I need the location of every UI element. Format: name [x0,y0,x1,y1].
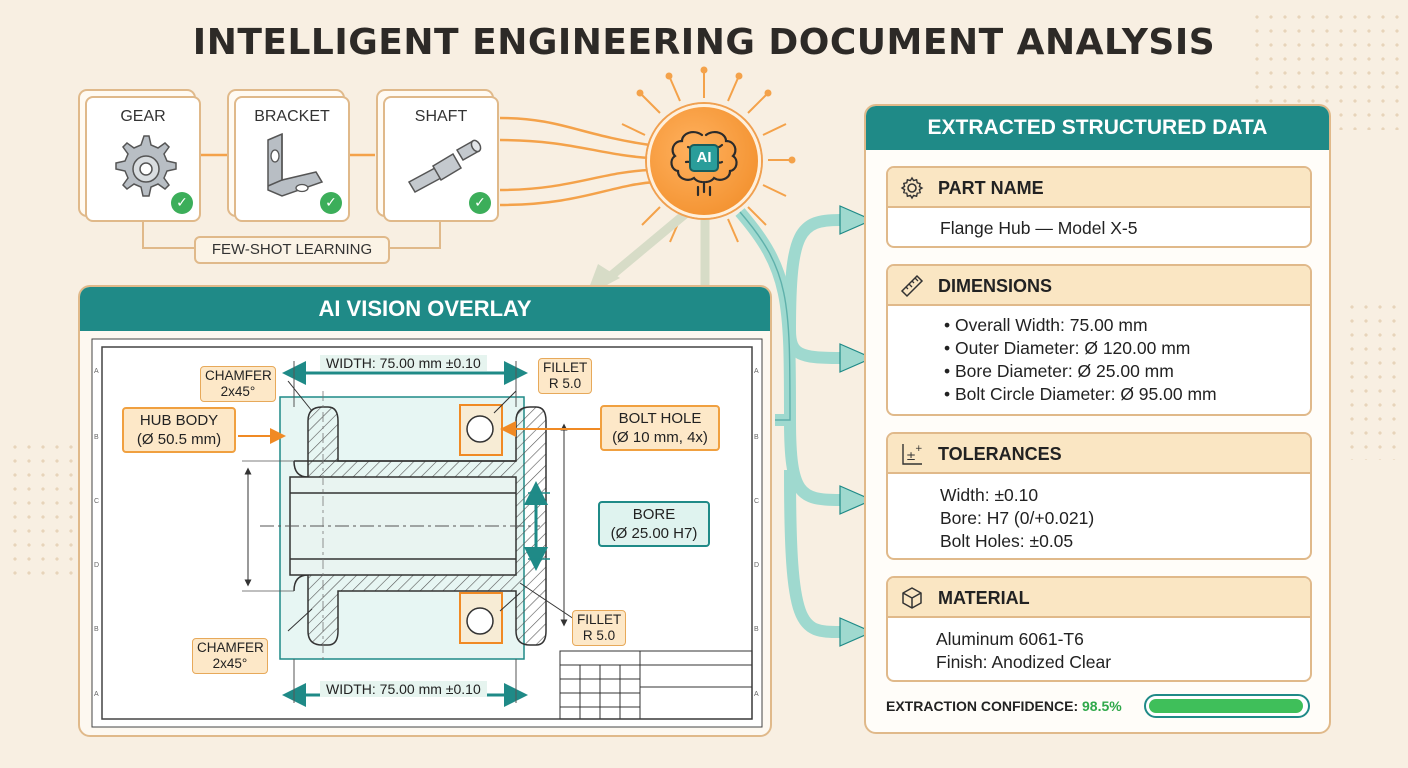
cube-icon [902,587,922,609]
svg-text:A: A [754,368,759,375]
example-card-label: SHAFT [414,108,468,125]
bolt-hole-callout: BOLT HOLE (Ø 10 mm, 4x) [600,405,720,451]
extraction-confidence: EXTRACTION CONFIDENCE: 98.5% [886,698,1122,714]
example-card-shaft[interactable]: SHAFT ✓ [383,96,499,222]
ai-vision-overlay-panel: AI VISION OVERLAY A B C D B A A B C D B A [78,285,772,737]
chamfer-top-value: 2x45° [220,384,256,399]
material-item: Finish: Anodized Clear [936,652,1112,672]
svg-text:±: ± [906,449,916,463]
confidence-label: EXTRACTION CONFIDENCE: [886,698,1079,714]
page-title: INTELLIGENT ENGINEERING DOCUMENT ANALYSI… [192,22,1216,63]
width-dimension-bottom: WIDTH: 75.00 mm ±0.10 [320,681,487,697]
bore-title: BORE [632,506,676,523]
check-icon: ✓ [171,192,193,214]
overlay-title: AI VISION OVERLAY [80,287,770,331]
confidence-bar [1144,694,1310,718]
hub-body-value: (Ø 50.5 mm) [136,431,222,448]
svg-text:B: B [94,434,99,441]
svg-text:C: C [754,498,759,505]
confidence-bar-fill [1149,699,1303,713]
fillet-top-title: FILLET [543,360,588,375]
fillet-bottom-title: FILLET [577,612,622,627]
fillet-top-label: FILLET R 5.0 [538,358,592,394]
gear-icon [900,176,924,200]
bore-callout: BORE (Ø 25.00 H7) [598,501,710,547]
example-card-gear[interactable]: GEAR ✓ [85,96,201,222]
extracted-title: EXTRACTED STRUCTURED DATA [866,106,1329,150]
svg-text:D: D [754,562,759,569]
gear-icon [115,135,177,197]
ruler-icon [900,274,924,298]
svg-text:D: D [94,562,99,569]
dimensions-title: DIMENSIONS [938,276,1053,296]
bracket-icon [267,132,324,197]
ai-chip-label: AI [696,149,712,166]
bolt-hole-value: (Ø 10 mm, 4x) [612,429,708,446]
hub-body-callout: HUB BODY (Ø 50.5 mm) [122,407,236,453]
bore-value: (Ø 25.00 H7) [610,525,698,542]
svg-text:A: A [754,691,759,698]
tolerances-section: ± + TOLERANCES Width: ±0.10 Bore: H7 (0/… [886,432,1312,560]
confidence-value: 98.5% [1082,698,1122,714]
svg-text:B: B [754,434,759,441]
dimension-item: • Outer Diameter: Ø 120.00 mm [944,338,1191,358]
dimension-item: • Overall Width: 75.00 mm [944,315,1148,335]
fillet-bottom-label: FILLET R 5.0 [572,610,626,646]
chamfer-top-label: CHAMFER 2x45° [200,366,276,402]
ai-brain-node: AI [647,104,761,218]
chamfer-bottom-value: 2x45° [212,656,248,671]
bolt-hole-title: BOLT HOLE [618,410,702,427]
chamfer-bottom-title: CHAMFER [197,640,264,655]
example-card-bracket[interactable]: BRACKET ✓ [234,96,350,222]
part-name-section: PART NAME Flange Hub — Model X-5 [886,166,1312,248]
material-section: MATERIAL Aluminum 6061-T6 Finish: Anodiz… [886,576,1312,682]
tolerance-item: Width: ±0.10 [940,485,1039,505]
svg-text:B: B [94,626,99,633]
check-icon: ✓ [469,192,491,214]
tolerance-item: Bolt Holes: ±0.05 [940,531,1074,551]
svg-text:+: + [915,444,923,454]
shaft-icon [407,139,482,193]
few-shot-learning-label: FEW-SHOT LEARNING [194,236,390,264]
decor-dots-right-lower [1345,300,1405,460]
dimension-item: • Bolt Circle Diameter: Ø 95.00 mm [944,384,1217,404]
example-card-label: GEAR [120,108,166,125]
fillet-bottom-value: R 5.0 [582,628,616,643]
dimension-item-text: Overall Width: 75.00 mm [955,315,1148,335]
svg-text:C: C [94,498,99,505]
brain-icon [670,131,738,197]
example-card-label: BRACKET [254,108,330,125]
fillet-top-value: R 5.0 [548,376,582,391]
tolerances-title: TOLERANCES [938,444,1062,464]
part-name-value: Flange Hub — Model X-5 [940,218,1138,238]
svg-text:B: B [754,626,759,633]
material-item: Aluminum 6061-T6 [936,629,1084,649]
svg-text:A: A [94,691,99,698]
tolerance-item: Bore: H7 (0/+0.021) [940,508,1095,528]
chamfer-top-title: CHAMFER [205,368,272,383]
check-icon: ✓ [320,192,342,214]
svg-text:A: A [94,368,99,375]
chamfer-bottom-label: CHAMFER 2x45° [192,638,268,674]
material-title: MATERIAL [938,588,1030,608]
part-name-title: PART NAME [938,178,1044,198]
hub-body-title: HUB BODY [139,412,219,429]
width-dimension-top: WIDTH: 75.00 mm ±0.10 [320,355,487,371]
dimension-item-text: Bore Diameter: Ø 25.00 mm [955,361,1174,381]
dimension-item-text: Outer Diameter: Ø 120.00 mm [955,338,1191,358]
dimensions-section: DIMENSIONS • Overall Width: 75.00 mm • O… [886,264,1312,416]
plus-minus-icon: ± + [902,444,923,465]
extracted-data-panel: EXTRACTED STRUCTURED DATA PART NAME Flan… [864,104,1331,734]
ai-rays [621,66,796,243]
dimension-item: • Bore Diameter: Ø 25.00 mm [944,361,1174,381]
dimension-item-text: Bolt Circle Diameter: Ø 95.00 mm [955,384,1217,404]
